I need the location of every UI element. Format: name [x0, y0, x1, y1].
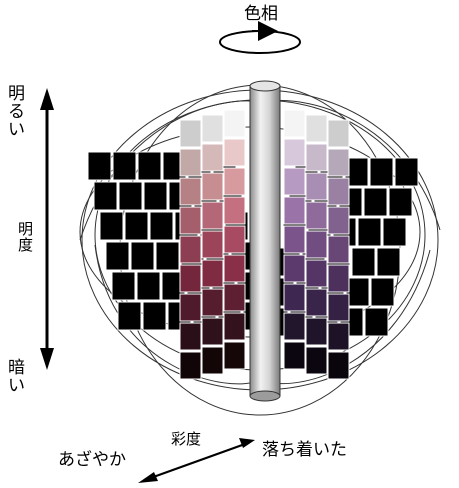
color-patch	[155, 241, 180, 271]
color-patch	[201, 114, 224, 143]
color-patch	[111, 271, 136, 301]
color-patch	[388, 187, 413, 217]
color-patch	[118, 181, 143, 211]
color-patch	[327, 206, 350, 235]
color-patch	[179, 322, 202, 351]
color-patch	[327, 148, 350, 177]
color-patch	[223, 109, 246, 138]
color-patch	[327, 322, 350, 351]
color-patch	[136, 271, 161, 301]
color-patch	[179, 264, 202, 293]
gray-axis-cylinder	[249, 80, 281, 402]
vivid-label: あざやか	[58, 450, 126, 470]
color-patch	[351, 247, 376, 277]
color-patch	[283, 109, 306, 138]
color-patch	[179, 148, 202, 177]
color-patch	[305, 230, 328, 259]
color-patch	[370, 277, 395, 307]
color-patch	[137, 151, 162, 181]
color-patch	[179, 293, 202, 322]
bright-label: 明 る い	[8, 84, 25, 140]
color-patch	[223, 341, 246, 370]
color-patch	[305, 201, 328, 230]
color-patch	[305, 288, 328, 317]
color-patch	[363, 187, 388, 217]
color-patch	[223, 196, 246, 225]
color-patch	[201, 317, 224, 346]
color-patch	[327, 293, 350, 322]
color-patch	[87, 151, 112, 181]
color-patch	[223, 225, 246, 254]
color-patch	[357, 217, 382, 247]
color-patch	[99, 211, 124, 241]
color-patch	[327, 119, 350, 148]
hue-rotation-arrow	[219, 21, 301, 54]
color-patch	[201, 346, 224, 375]
color-patch	[112, 151, 137, 181]
color-patch	[124, 211, 149, 241]
color-patch	[305, 259, 328, 288]
color-patch	[179, 119, 202, 148]
color-patch	[305, 143, 328, 172]
color-patch	[327, 264, 350, 293]
color-patch	[369, 157, 394, 187]
color-patch	[283, 196, 306, 225]
color-patch	[305, 346, 328, 375]
color-patch	[305, 172, 328, 201]
color-patch	[223, 283, 246, 312]
color-patch	[283, 254, 306, 283]
color-patch	[327, 177, 350, 206]
color-patch	[305, 317, 328, 346]
saturation-arrow	[138, 438, 255, 483]
saturation-label: 彩度	[171, 430, 202, 448]
color-patch	[201, 143, 224, 172]
color-patch	[394, 157, 419, 187]
color-patch	[117, 301, 142, 331]
color-patch	[105, 241, 130, 271]
color-patch	[382, 217, 407, 247]
color-patch	[376, 247, 401, 277]
dull-label: 落ち着いた	[262, 440, 347, 460]
color-patch	[283, 138, 306, 167]
color-patch	[223, 138, 246, 167]
color-patch	[143, 181, 168, 211]
color-patch	[201, 230, 224, 259]
color-patch	[364, 307, 389, 337]
color-patch	[327, 351, 350, 380]
color-patch	[179, 235, 202, 264]
color-patch	[283, 167, 306, 196]
color-patch	[179, 177, 202, 206]
color-patch	[283, 312, 306, 341]
color-patch	[179, 351, 202, 380]
color-patches	[87, 109, 419, 380]
color-patch	[201, 201, 224, 230]
color-patch	[327, 235, 350, 264]
color-patch	[201, 288, 224, 317]
lightness-arrow	[40, 88, 54, 370]
color-patch	[305, 114, 328, 143]
color-patch	[179, 206, 202, 235]
color-patch	[149, 211, 174, 241]
color-patch	[223, 167, 246, 196]
color-patch	[283, 225, 306, 254]
color-patch	[283, 283, 306, 312]
color-patch	[201, 259, 224, 288]
color-patch	[93, 181, 118, 211]
dark-label: 暗 い	[8, 358, 25, 396]
color-patch	[201, 172, 224, 201]
color-patch	[130, 241, 155, 271]
color-patch	[142, 301, 167, 331]
hue-label: 色相	[244, 4, 278, 24]
color-patch	[223, 254, 246, 283]
lightness-label: 明 度	[18, 220, 34, 254]
color-patch	[283, 341, 306, 370]
color-patch	[223, 312, 246, 341]
